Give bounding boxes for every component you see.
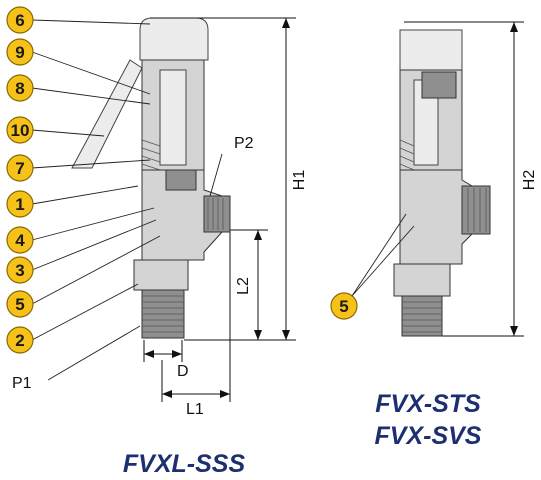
label-h1: H1 bbox=[291, 170, 308, 191]
svg-text:4: 4 bbox=[15, 231, 25, 250]
svg-text:8: 8 bbox=[15, 79, 24, 98]
label-l2: L2 bbox=[235, 277, 252, 295]
callout-5-right: 5 bbox=[330, 292, 358, 320]
svg-text:9: 9 bbox=[15, 43, 24, 62]
callout-9: 9 bbox=[6, 38, 34, 66]
right-inlet bbox=[401, 295, 443, 337]
callout-1: 1 bbox=[6, 190, 34, 218]
right-lower-body bbox=[393, 263, 451, 297]
right-inlet-threads bbox=[402, 301, 442, 333]
right-valve-drawing bbox=[393, 29, 491, 337]
model-name-left: FVXL-SSS bbox=[123, 450, 246, 478]
label-p1: P1 bbox=[12, 375, 32, 392]
label-d: D bbox=[177, 363, 189, 380]
hex-nut bbox=[165, 169, 197, 191]
valve-cap bbox=[139, 17, 209, 61]
right-hex-nut bbox=[421, 71, 457, 99]
right-outlet-threads bbox=[467, 188, 487, 232]
svg-text:7: 7 bbox=[15, 159, 24, 178]
lifting-lever bbox=[71, 59, 143, 169]
label-p2: P2 bbox=[234, 135, 254, 152]
left-callouts: 6 9 8 10 7 1 4 3 bbox=[6, 6, 34, 354]
left-callout-leaders bbox=[31, 19, 223, 381]
callout-10: 10 bbox=[6, 116, 34, 144]
svg-text:10: 10 bbox=[11, 121, 30, 140]
label-h2: H2 bbox=[521, 170, 538, 191]
svg-text:2: 2 bbox=[15, 331, 24, 350]
svg-text:5: 5 bbox=[15, 295, 24, 314]
model-name-right-1: FVX-STS bbox=[375, 390, 481, 418]
svg-text:6: 6 bbox=[15, 11, 24, 30]
right-dimensions bbox=[404, 21, 524, 337]
svg-text:5: 5 bbox=[339, 297, 348, 316]
outlet-threads bbox=[207, 198, 224, 230]
callout-5-left: 5 bbox=[6, 290, 34, 318]
svg-text:3: 3 bbox=[15, 261, 24, 280]
callout-2: 2 bbox=[6, 326, 34, 354]
lower-body bbox=[133, 259, 189, 291]
right-cap bbox=[399, 29, 463, 71]
svg-text:1: 1 bbox=[15, 195, 24, 214]
inlet-threads bbox=[142, 295, 184, 333]
right-outlet bbox=[461, 185, 491, 235]
callout-3: 3 bbox=[6, 256, 34, 284]
callout-7: 7 bbox=[6, 154, 34, 182]
callout-4: 4 bbox=[6, 226, 34, 254]
model-name-right-2: FVX-SVS bbox=[375, 422, 482, 450]
label-l1: L1 bbox=[186, 401, 204, 418]
left-dimensions bbox=[143, 17, 296, 402]
right-valve-body bbox=[399, 169, 473, 265]
callout-6: 6 bbox=[6, 6, 34, 34]
left-valve-drawing bbox=[71, 17, 231, 339]
right-callout-leaders bbox=[351, 213, 415, 297]
bonnet-inner bbox=[159, 69, 187, 166]
callout-8: 8 bbox=[6, 74, 34, 102]
